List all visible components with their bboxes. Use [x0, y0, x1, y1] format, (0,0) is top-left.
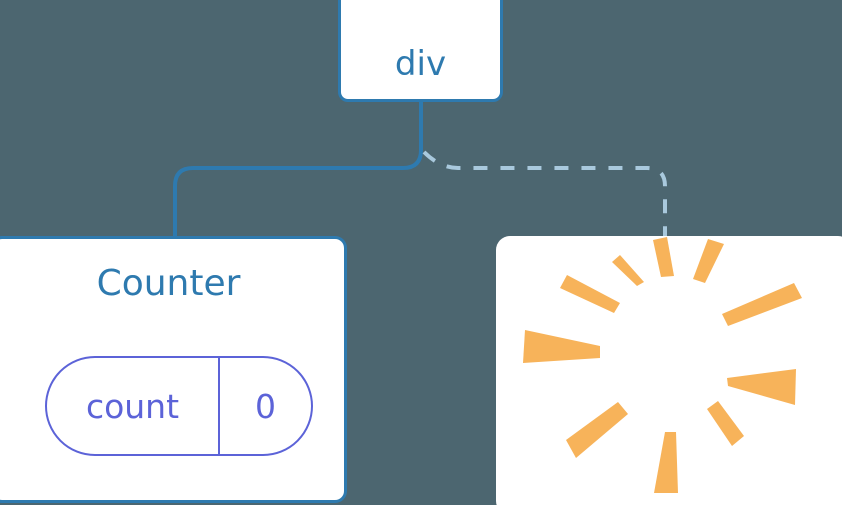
ray-s [654, 432, 678, 493]
ray-sw [566, 402, 628, 458]
ray-nne [693, 239, 724, 283]
div-node[interactable]: div [338, 0, 503, 102]
state-key-cell: count [47, 358, 220, 454]
div-node-label: div [394, 44, 447, 84]
ray-nw [560, 275, 620, 313]
ray-e [727, 369, 796, 405]
connector-div-to-burst [422, 150, 667, 240]
counter-state-pill[interactable]: count 0 [45, 356, 313, 456]
counter-node-title: Counter [96, 263, 241, 304]
sparkle-burst-icon [523, 237, 802, 493]
state-key-label: count [85, 386, 180, 426]
state-value-cell: 0 [220, 358, 311, 454]
ray-se [707, 401, 744, 446]
ray-nnw [612, 255, 644, 286]
counter-node[interactable]: Counter count 0 [0, 236, 347, 503]
burst-node[interactable] [496, 236, 842, 515]
ray-w [523, 330, 600, 363]
connector-div-to-counter [173, 99, 423, 240]
ray-n [653, 237, 674, 277]
state-value-label: 0 [255, 386, 276, 426]
ray-ene [722, 283, 802, 326]
